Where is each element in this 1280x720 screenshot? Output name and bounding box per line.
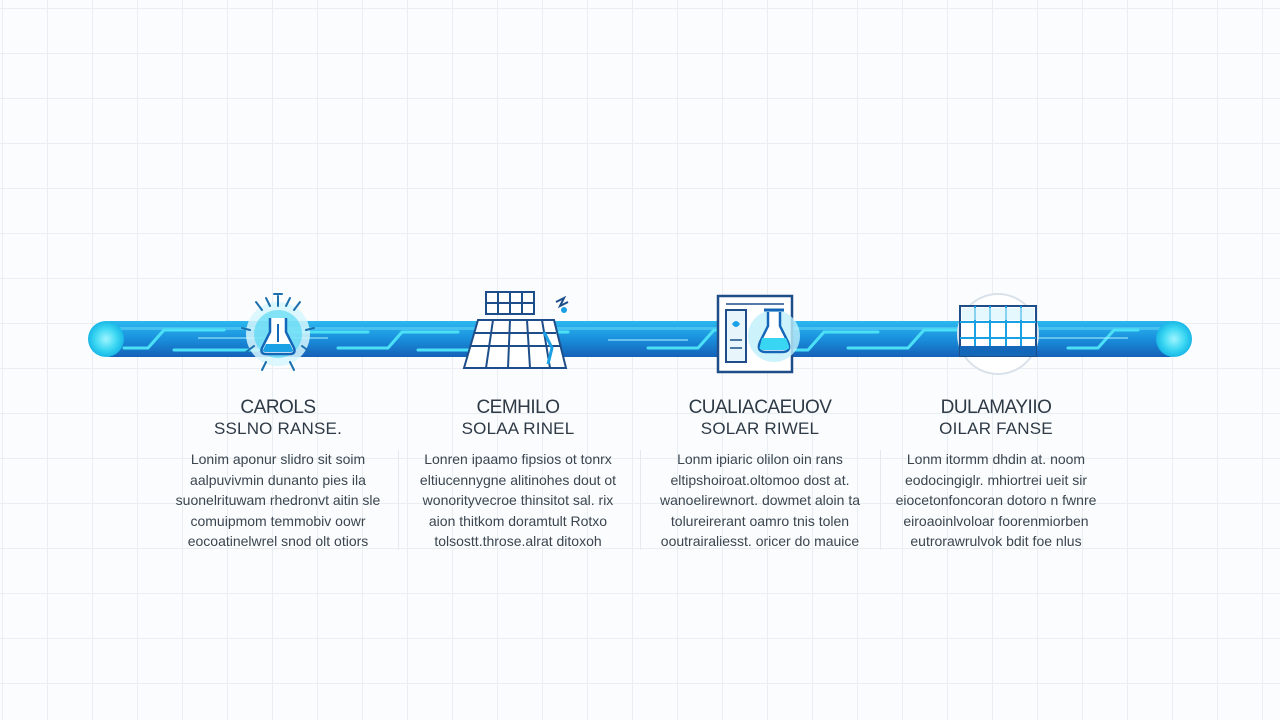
step-description: Lonren ipaamo fipsios ot tonrx eltiucenn…	[419, 451, 617, 549]
step-title: DULAMAYIIO	[940, 397, 1052, 418]
solar-panel-icon	[460, 288, 578, 380]
step-3: CUALIACAEUOV SOLAR RIWEL Lonm ipiaric ol…	[650, 396, 870, 552]
timeline-bar	[88, 318, 1192, 360]
step-subtitle: SOLAA RINEL	[461, 419, 575, 438]
step-subtitle: OILAR FANSE	[939, 419, 1053, 438]
step-2: CEMHILO SOLAA RINEL Lonren ipaamo fipsio…	[408, 396, 628, 552]
step-subtitle: SOLAR RIWEL	[700, 419, 820, 438]
step-title: CAROLS	[240, 397, 316, 418]
column-divider	[398, 450, 399, 550]
step-1: CAROLS SSLNO RANSE. Lonim aponur slidro …	[168, 396, 388, 552]
step-description: Lonm itormm dhdin at. noom eodocingiglr.…	[895, 451, 1097, 549]
step-subtitle: SSLNO RANSE.	[213, 419, 343, 438]
step-4: DULAMAYIIO OILAR FANSE Lonm itormm dhdin…	[886, 396, 1106, 552]
virus-flask-icon	[226, 288, 330, 380]
column-divider	[640, 450, 641, 550]
column-divider	[880, 450, 881, 550]
step-description: Lonm ipiaric olilon oin rans eltipshoiro…	[660, 451, 860, 549]
step-description: Lonim aponur slidro sit soim aalpuvivmin…	[175, 451, 381, 549]
step-title: CEMHILO	[476, 397, 560, 418]
solar-panel-globe-icon	[946, 288, 1050, 380]
flask-device-icon	[708, 288, 812, 380]
step-title: CUALIACAEUOV	[688, 397, 832, 418]
